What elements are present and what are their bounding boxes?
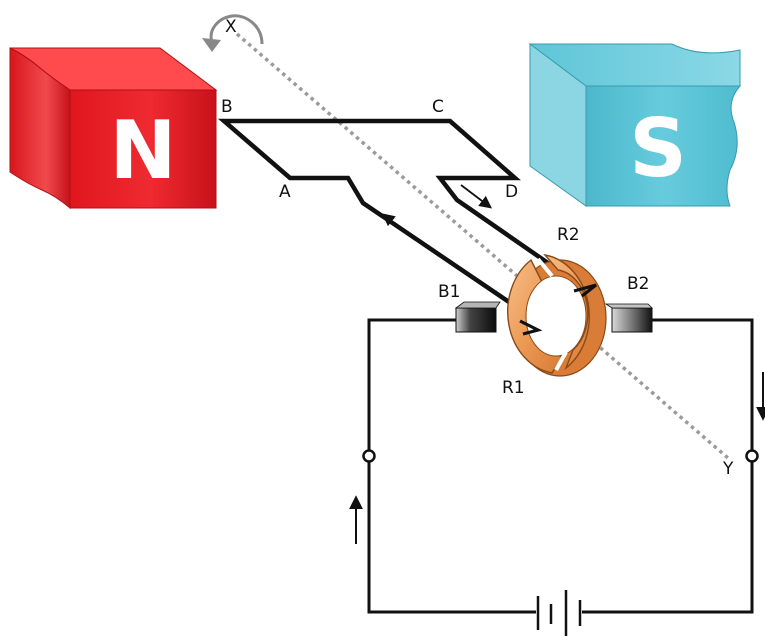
label-r2: R2	[557, 225, 580, 245]
label-a: A	[279, 182, 291, 202]
brush-b1	[454, 301, 501, 333]
label-y: Y	[722, 459, 734, 479]
south-pole-label: S	[629, 102, 687, 195]
coil-lead-r1	[519, 319, 543, 336]
brush-b2	[604, 303, 653, 333]
south-magnet-front	[585, 85, 742, 207]
circuit-wire-left	[367, 318, 536, 614]
label-b: B	[221, 97, 233, 117]
coil-current-arrow-left	[382, 213, 414, 239]
label-b2: B2	[627, 274, 649, 294]
rotation-axis	[235, 32, 730, 460]
coil-lead-r2	[573, 283, 597, 298]
north-pole-label: N	[110, 104, 177, 197]
label-b1: B1	[438, 282, 460, 302]
circuit-wire-right	[582, 318, 754, 614]
label-x: X	[225, 17, 237, 37]
north-magnet-front	[69, 89, 217, 209]
battery	[536, 590, 582, 636]
terminal-right	[745, 449, 759, 463]
south-magnet-top	[528, 43, 741, 87]
label-r1: R1	[502, 378, 525, 398]
external-circuit	[367, 318, 754, 614]
label-d: D	[505, 182, 518, 202]
armature-coil	[217, 118, 586, 325]
commutator-segment-r2	[543, 253, 590, 371]
terminal-left	[362, 449, 376, 463]
split-ring-commutator	[507, 253, 607, 377]
label-c: C	[432, 97, 444, 117]
coil-current-arrow-right	[460, 184, 493, 209]
coil-wire-ab-side	[217, 118, 586, 325]
south-magnet: S	[528, 43, 742, 207]
north-magnet: N	[9, 47, 218, 210]
rotation-direction-icon	[202, 14, 264, 52]
